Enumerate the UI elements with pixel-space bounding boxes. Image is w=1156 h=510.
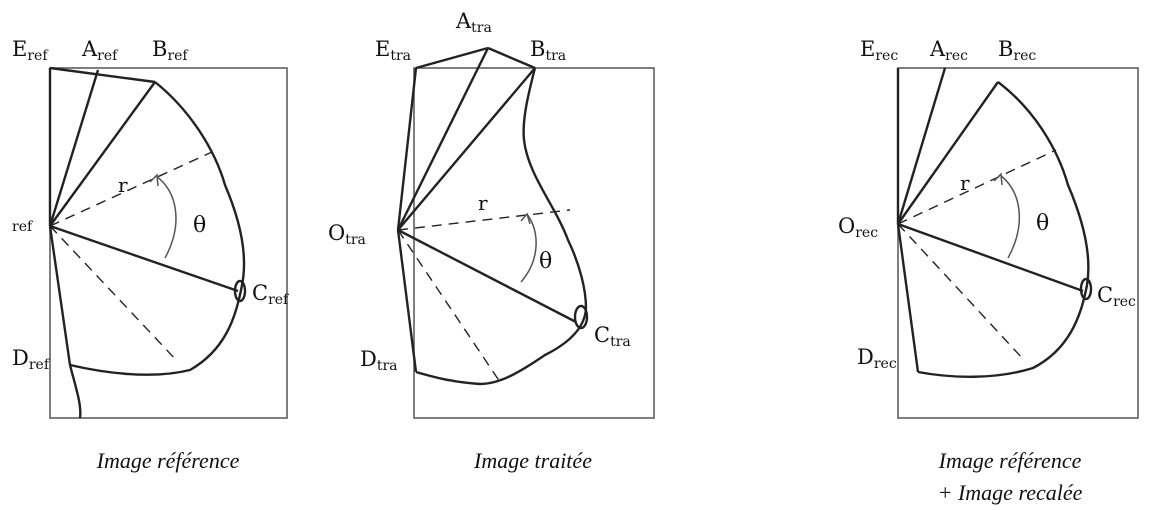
radius-dashed	[898, 150, 1056, 224]
label-a-ref: Aref	[81, 37, 119, 64]
label-a-tra: Atra	[455, 9, 492, 36]
segment-e-a	[416, 48, 488, 68]
label-d-rec: Drec	[857, 345, 897, 372]
label-e-tra: Etra	[375, 37, 411, 64]
theta-arc	[1000, 175, 1019, 258]
caption-reference: Image référence	[96, 448, 240, 473]
label-d-tra: Dtra	[360, 347, 398, 374]
caption-traitee: Image traitée	[473, 448, 592, 473]
panel-reference: Eref Aref Bref ref Cref Dref r θ Image r…	[12, 37, 290, 473]
label-e-rec: Erec	[860, 37, 898, 64]
label-e-ref: Eref	[12, 37, 49, 64]
label-c-tra: Ctra	[594, 323, 631, 350]
radius-dashed	[50, 152, 212, 226]
segment-o-c	[898, 224, 1083, 291]
label-b-tra: Btra	[530, 37, 566, 64]
label-c-rec: Crec	[1097, 283, 1136, 310]
bisector-dashed	[50, 226, 178, 362]
theta-arc	[521, 214, 536, 282]
breast-contour	[416, 68, 586, 384]
label-o-rec: Orec	[838, 214, 878, 241]
label-r: r	[118, 173, 128, 197]
label-theta: θ	[193, 213, 206, 238]
bisector-dashed	[898, 224, 1024, 360]
theta-arrowhead	[150, 175, 158, 186]
label-c-ref: Cref	[252, 281, 290, 308]
panel-recalee: Erec Arec Brec Orec Crec Drec r θ Image …	[838, 37, 1138, 505]
image-frame	[898, 68, 1138, 418]
segment-o-c	[50, 226, 238, 291]
label-theta: θ	[539, 249, 552, 274]
segment-o-d	[898, 224, 918, 372]
segment-o-b	[50, 82, 155, 226]
label-o-tra: Otra	[328, 221, 366, 248]
label-a-rec: Arec	[929, 37, 968, 64]
breast-contour	[70, 82, 244, 375]
label-b-rec: Brec	[998, 37, 1036, 64]
segment-o-a	[50, 70, 98, 226]
theta-arc	[156, 176, 176, 258]
label-d-ref: Dref	[12, 346, 51, 373]
image-frame	[50, 68, 287, 418]
breast-contour	[918, 82, 1088, 377]
image-frame	[414, 68, 654, 418]
caption-recalee-line2: + Image recalée	[938, 480, 1083, 505]
segment-o-c	[398, 230, 576, 322]
label-r: r	[960, 171, 970, 195]
label-b-ref: Bref	[152, 37, 189, 64]
label-r: r	[478, 191, 488, 215]
segment-o-b	[898, 82, 998, 224]
segment-o-d	[50, 226, 70, 365]
caption-recalee-line1: Image référence	[938, 448, 1082, 473]
chest-line-lower	[70, 365, 80, 418]
segment-o-a	[898, 68, 945, 224]
segment-a-b	[488, 48, 535, 68]
theta-arrowhead	[994, 174, 1002, 185]
panel-traitee: Etra Atra Btra Otra Ctra Dtra r θ Image …	[328, 9, 654, 473]
segment-e-b	[50, 68, 155, 82]
label-theta: θ	[1036, 211, 1049, 236]
label-o-ref: ref	[12, 219, 34, 235]
